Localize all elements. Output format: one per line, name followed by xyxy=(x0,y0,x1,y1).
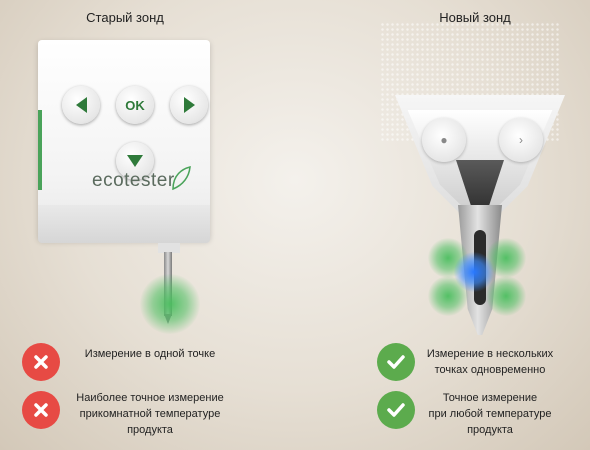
ok-label: OK xyxy=(125,97,145,113)
down-arrow-icon xyxy=(127,155,143,167)
feature-line: Наиболее точное измерение xyxy=(76,392,224,404)
chevron-right-icon: › xyxy=(519,133,523,147)
feature-line: точках одновременно xyxy=(434,364,546,376)
feature-line: прикомнатной температуре xyxy=(79,408,221,420)
new-right-button: › xyxy=(499,118,543,162)
measure-point-glow xyxy=(486,276,526,316)
right-arrow-icon xyxy=(183,97,195,113)
old-probe-neck xyxy=(158,243,180,253)
left-arrow-button xyxy=(62,86,100,124)
dot-icon: ● xyxy=(440,133,448,147)
feature-room-temperature: Наиболее точное измерение прикомнатной т… xyxy=(50,390,250,438)
feature-any-temperature: Точное измерение при любой температуре п… xyxy=(390,390,590,438)
old-probe-title: Старый зонд xyxy=(86,10,164,25)
feature-line: при любой температуре xyxy=(428,408,552,420)
old-probe-stripe xyxy=(38,110,42,190)
old-probe-base xyxy=(38,205,210,243)
new-probe-title: Новый зонд xyxy=(439,10,511,25)
single-measure-point-glow xyxy=(140,274,200,334)
right-arrow-button xyxy=(170,86,208,124)
brand-logo-text: ecotester xyxy=(92,170,175,191)
feature-line: Измерение в одной точке xyxy=(84,348,216,360)
feature-line: продукта xyxy=(467,424,513,436)
feature-single-point: Измерение в одной точке xyxy=(50,346,250,362)
feature-line: Точное измерение xyxy=(442,392,538,404)
ok-button: OK xyxy=(116,86,154,124)
down-arrow-button xyxy=(116,142,154,180)
left-arrow-icon xyxy=(75,97,87,113)
feature-line: Измерение в нескольких xyxy=(426,348,554,360)
new-left-button: ● xyxy=(422,118,466,162)
x-icon xyxy=(22,343,60,381)
x-icon xyxy=(22,391,60,429)
check-icon xyxy=(377,343,415,381)
check-icon xyxy=(377,391,415,429)
feature-multi-point: Измерение в нескольких точках одновремен… xyxy=(390,346,590,378)
measure-point-glow xyxy=(428,276,468,316)
feature-line: продукта xyxy=(127,424,173,436)
leaf-icon xyxy=(172,166,191,191)
